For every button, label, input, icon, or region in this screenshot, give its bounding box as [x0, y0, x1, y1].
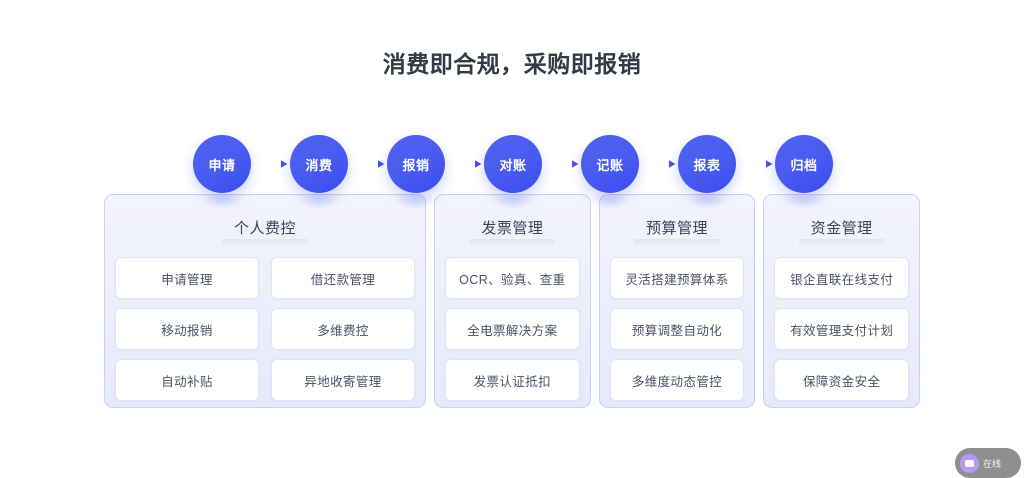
flow-step-5[interactable]: 记账 — [581, 135, 639, 209]
feature-card[interactable]: 异地收寄管理 — [271, 359, 415, 401]
panel-card-grid: 灵活搭建预算体系预算调整自动化多维度动态管控 — [609, 257, 745, 401]
flow-step-circle[interactable]: 归档 — [775, 135, 833, 209]
flow-step-circle[interactable]: 报销 — [387, 135, 445, 209]
flow-step-circle[interactable]: 对账 — [484, 135, 542, 209]
panel-1: 个人费控申请管理借还款管理移动报销多维费控自动补贴异地收寄管理 — [104, 194, 426, 408]
floating-widget-label: 在线 — [983, 458, 1002, 469]
arrow-right-icon — [349, 158, 387, 170]
flow-step-7[interactable]: 归档 — [775, 135, 833, 209]
flow-step-label: 对账 — [499, 157, 527, 173]
flow-step-circle[interactable]: 消费 — [290, 135, 348, 209]
feature-card[interactable]: 银企直联在线支付 — [774, 257, 910, 299]
feature-card[interactable]: 发票认证抵扣 — [445, 359, 580, 401]
panel-3: 预算管理灵活搭建预算体系预算调整自动化多维度动态管控 — [598, 194, 756, 408]
flow-step-label: 记账 — [596, 157, 624, 173]
flow-step-label: 申请 — [208, 157, 236, 173]
arrow-right-icon — [640, 158, 678, 170]
feature-card[interactable]: 申请管理 — [115, 257, 259, 299]
feature-card[interactable]: 全电票解决方案 — [445, 308, 580, 350]
feature-card[interactable]: OCR、验真、查重 — [445, 257, 580, 299]
flow-step-3[interactable]: 报销 — [387, 135, 445, 209]
flow-step-4[interactable]: 对账 — [484, 135, 542, 209]
panel-card-grid: OCR、验真、查重全电票解决方案发票认证抵扣 — [445, 257, 580, 401]
chat-bubble-icon — [960, 453, 979, 473]
arrow-right-icon — [252, 158, 290, 170]
feature-card[interactable]: 借还款管理 — [271, 257, 415, 299]
flow-step-circle[interactable]: 报表 — [678, 135, 736, 209]
arrow-right-icon — [543, 158, 581, 170]
panel-title: 发票管理 — [445, 195, 580, 257]
feature-card[interactable]: 自动补贴 — [115, 359, 259, 401]
feature-card[interactable]: 多维度动态管控 — [609, 359, 745, 401]
flow-step-2[interactable]: 消费 — [290, 135, 348, 209]
panel-card-grid: 银企直联在线支付有效管理支付计划保障资金安全 — [774, 257, 910, 401]
panel-title: 预算管理 — [610, 195, 745, 257]
panel-4: 资金管理银企直联在线支付有效管理支付计划保障资金安全 — [763, 194, 921, 408]
flow-step-label: 报销 — [402, 157, 430, 173]
page-title: 消费即合规，采购即报销 — [382, 51, 642, 77]
flow-step-label: 消费 — [305, 157, 333, 173]
panel-title: 资金管理 — [774, 195, 909, 257]
feature-card[interactable]: 灵活搭建预算体系 — [609, 257, 745, 299]
floating-chat-widget[interactable]: 在线 — [955, 448, 1021, 478]
panel-title: 个人费控 — [115, 195, 415, 257]
feature-card[interactable]: 预算调整自动化 — [609, 308, 745, 350]
flow-step-label: 报表 — [693, 157, 721, 173]
flow-step-label: 归档 — [790, 157, 818, 173]
flow-step-6[interactable]: 报表 — [678, 135, 736, 209]
flow-step-circle[interactable]: 记账 — [581, 135, 639, 209]
process-flow: 申请 消费 报销 对账 记账 报表 归档 — [193, 133, 833, 209]
flow-step-circle[interactable]: 申请 — [193, 135, 251, 209]
flow-step-1[interactable]: 申请 — [193, 135, 251, 209]
feature-card[interactable]: 有效管理支付计划 — [774, 308, 910, 350]
page-root: 消费即合规，采购即报销 申请 消费 报销 对账 记账 报表 归档 个人费控申请管理借还款管理… — [0, 0, 1024, 464]
arrow-right-icon — [737, 158, 775, 170]
arrow-right-icon — [446, 158, 484, 170]
feature-card[interactable]: 多维费控 — [271, 308, 415, 350]
feature-card[interactable]: 移动报销 — [115, 308, 259, 350]
panel-card-grid: 申请管理借还款管理移动报销多维费控自动补贴异地收寄管理 — [115, 257, 415, 401]
feature-card[interactable]: 保障资金安全 — [774, 359, 910, 401]
